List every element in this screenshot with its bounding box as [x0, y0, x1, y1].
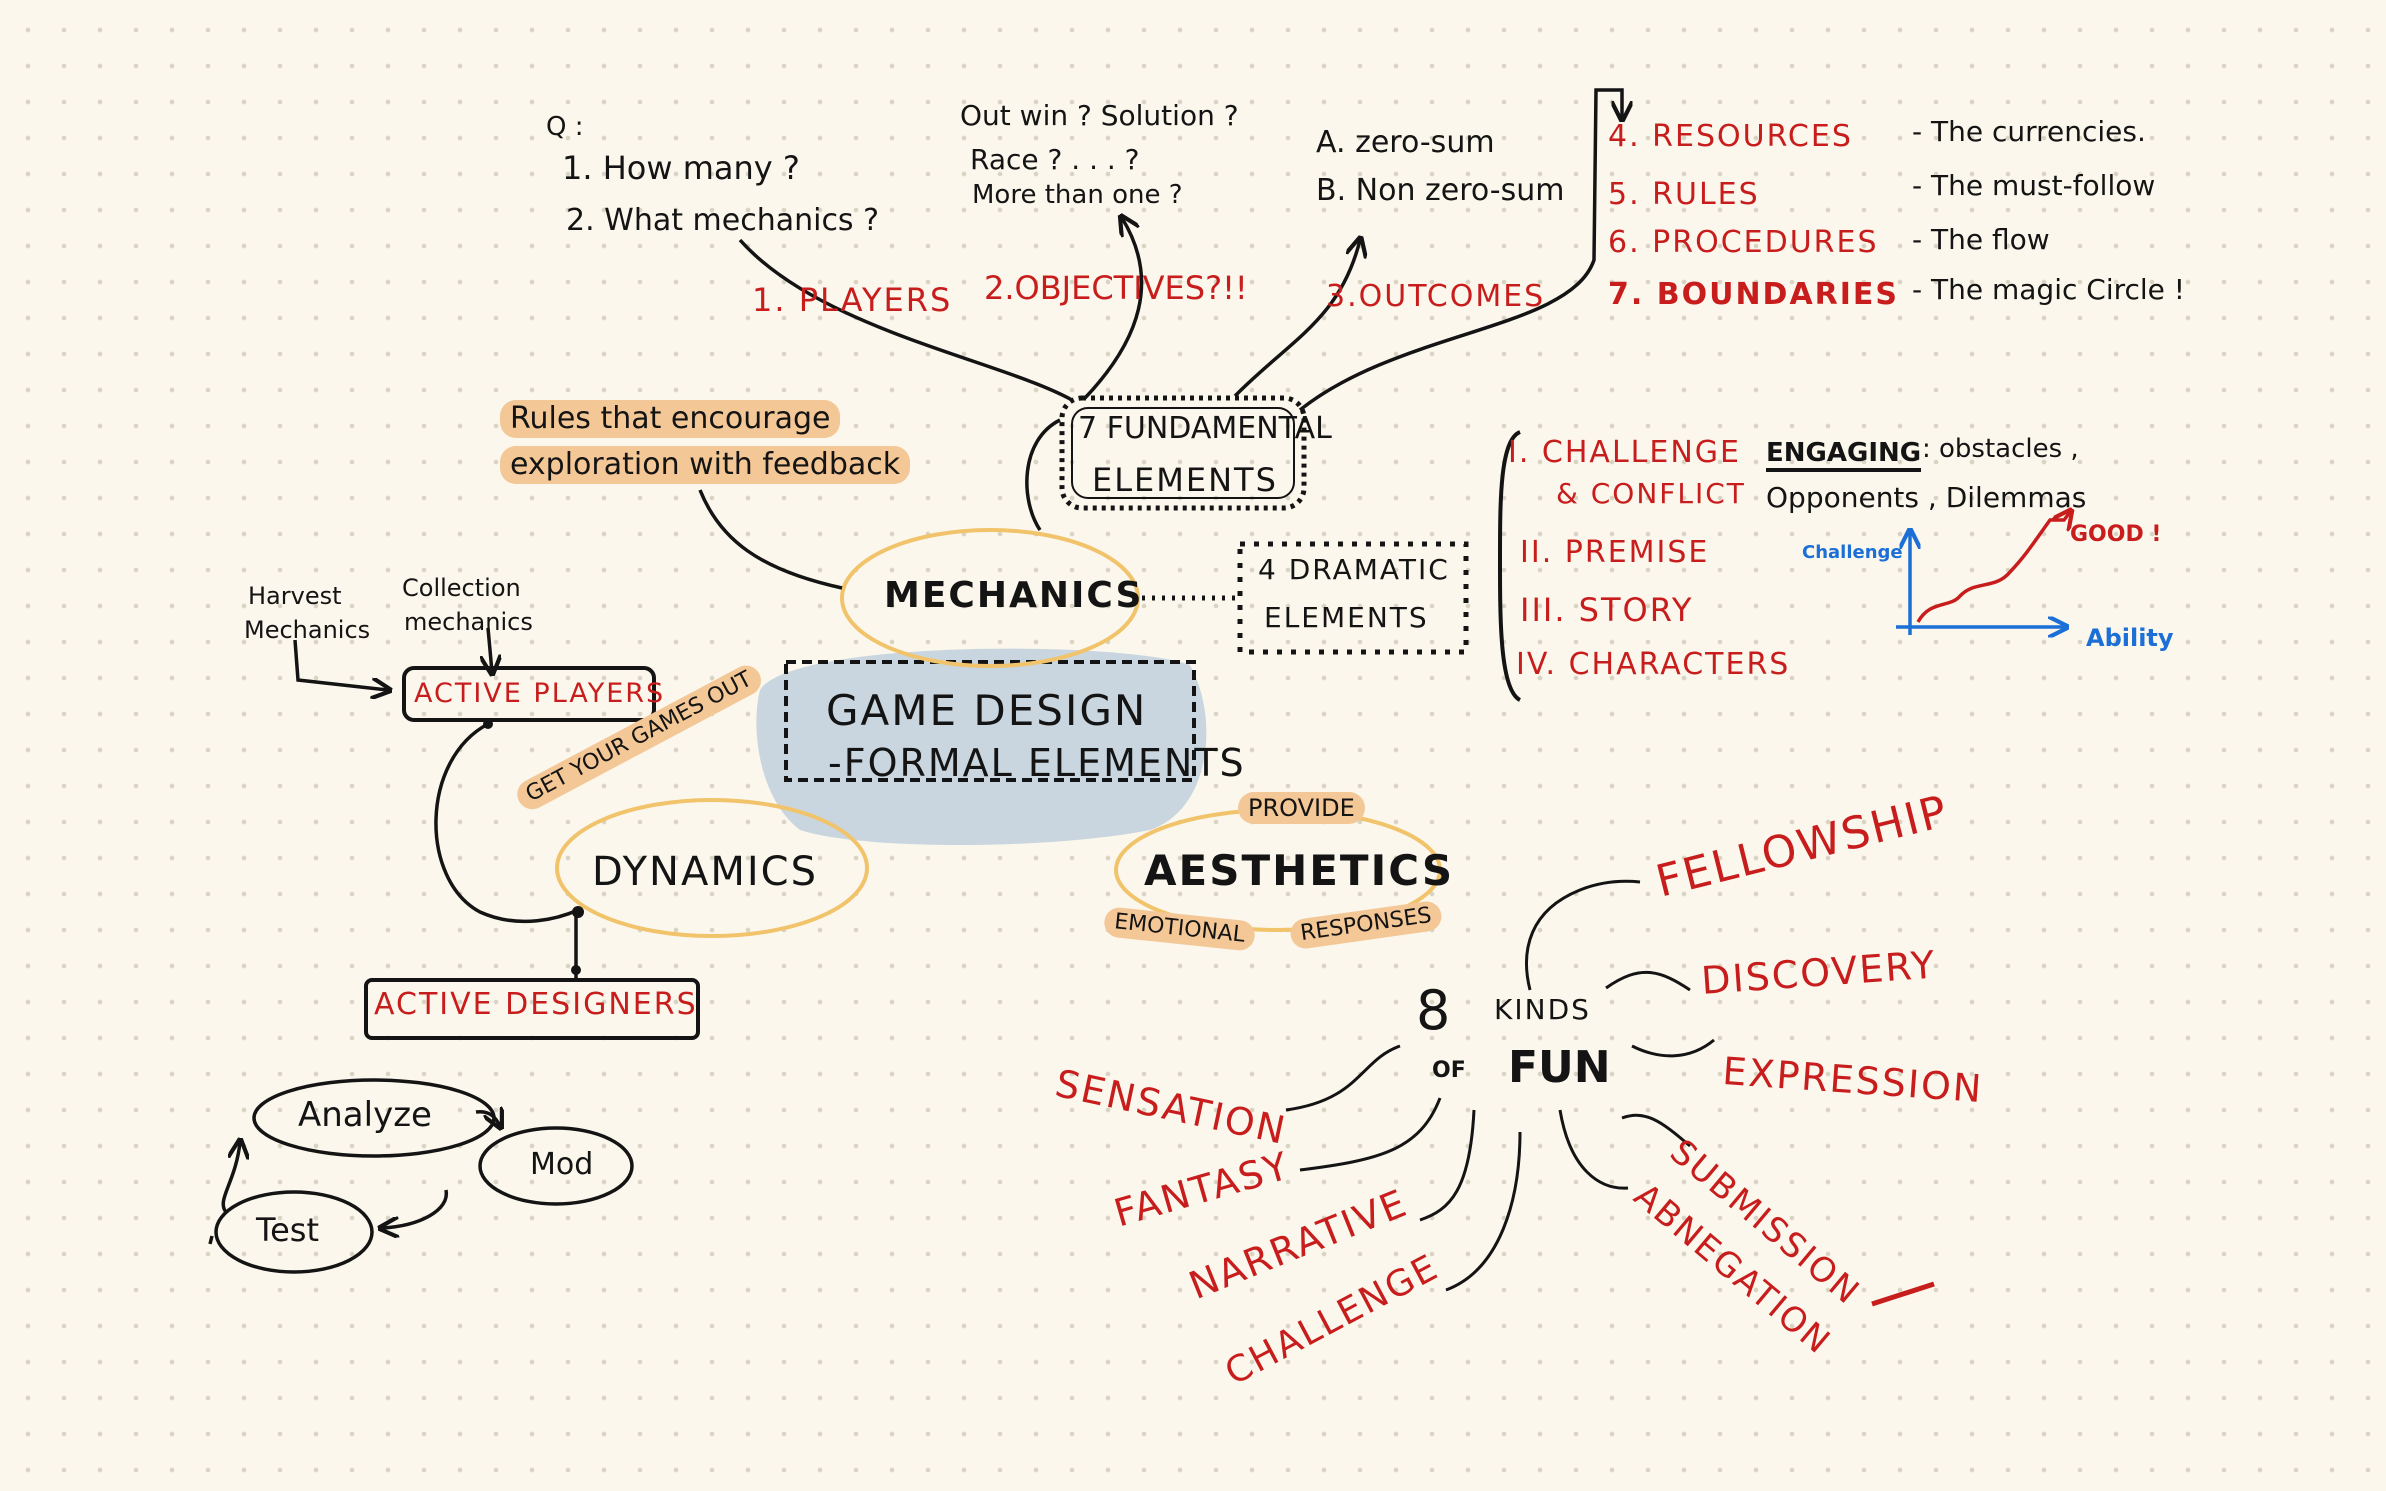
- center-title-line2: -FORMAL ELEMENTS: [828, 741, 1246, 785]
- harvest-mechanics-1: Harvest: [248, 582, 342, 610]
- dramatic-premise: II. PREMISE: [1520, 535, 1710, 570]
- desc-procedures: - The flow: [1912, 223, 2050, 256]
- active-players-box: [402, 666, 656, 722]
- graph-x-label: Ability: [2086, 624, 2174, 652]
- center-title-line1: GAME DESIGN: [826, 686, 1148, 735]
- collection-mechanics-2: mechanics: [404, 608, 533, 636]
- active-designers-box: [364, 978, 700, 1040]
- element-objectives: 2.OBJECTIVES?!!: [984, 269, 1248, 307]
- desc-resources: - The currencies.: [1912, 115, 2146, 148]
- collection-mechanics-1: Collection: [402, 574, 521, 602]
- element-outcomes: 3.OUTCOMES: [1326, 279, 1546, 314]
- center-blob: [756, 648, 1207, 845]
- element-procedures: 6. PROCEDURES: [1608, 225, 1879, 260]
- element-rules: 5. RULES: [1608, 177, 1760, 212]
- fundamental-box: [1059, 395, 1307, 511]
- fundamental-line2: ELEMENTS: [1092, 461, 1278, 499]
- element-resources: 4. RESOURCES: [1608, 119, 1853, 154]
- dynamics-bubble: [555, 798, 869, 938]
- active-players-label: ACTIVE PLAYERS: [414, 678, 666, 709]
- provide-label: PROVIDE: [1238, 792, 1365, 824]
- fun-kinds: KINDS: [1494, 993, 1591, 1026]
- mechanics-note-2: exploration with feedback: [500, 446, 911, 484]
- analyze-label: Analyze: [298, 1095, 432, 1135]
- engaging-obstacles: : obstacles ,: [1922, 434, 2079, 464]
- active-designers-label: ACTIVE DESIGNERS: [374, 987, 698, 1022]
- q-label: Q :: [546, 112, 584, 142]
- aesthetics-node: AESTHETICS: [1144, 846, 1455, 895]
- mechanics-node: MECHANICS: [884, 575, 1144, 616]
- dramatic-story: III. STORY: [1520, 591, 1694, 629]
- engaging-heading: ENGAGING: [1766, 440, 1922, 472]
- dynamics-node: DYNAMICS: [592, 849, 818, 895]
- graph-good-label: GOOD !: [2070, 522, 2162, 547]
- dramatic-line2: ELEMENTS: [1264, 601, 1429, 634]
- desc-rules: - The must-follow: [1912, 169, 2156, 202]
- objective-note-3: More than one ?: [972, 180, 1183, 210]
- dramatic-line1: 4 DRAMATIC: [1258, 553, 1450, 586]
- fundamental-line1: 7 FUNDAMENTAL: [1078, 411, 1332, 446]
- dramatic-challenge: I. CHALLENGE: [1508, 435, 1741, 470]
- harvest-mechanics-2: Mechanics: [244, 616, 371, 644]
- fun-number: 8: [1416, 979, 1451, 1042]
- mod-label: Mod: [530, 1147, 594, 1182]
- q1-text: 1. How many ?: [562, 149, 800, 187]
- center-box: [784, 660, 1196, 782]
- engaging-opponents: Opponents , Dilemmas: [1766, 481, 2087, 514]
- dramatic-characters: IV. CHARACTERS: [1516, 647, 1791, 682]
- dramatic-box: [1237, 541, 1469, 655]
- element-players: 1. PLAYERS: [752, 281, 953, 319]
- graph-y-label: Challenge: [1802, 542, 1903, 563]
- mechanics-note-1: Rules that encourage: [500, 400, 841, 438]
- objective-note-2: Race ? . . . ?: [970, 143, 1140, 176]
- outcome-zero-sum: A. zero-sum: [1316, 125, 1495, 160]
- fun-word: FUN: [1508, 1042, 1611, 1093]
- q2-text: 2. What mechanics ?: [566, 203, 880, 238]
- outcome-non-zero-sum: B. Non zero-sum: [1316, 173, 1565, 208]
- mechanics-bubble: [840, 528, 1140, 668]
- objective-note-1: Out win ? Solution ?: [960, 99, 1239, 132]
- element-boundaries: 7. BOUNDARIES: [1608, 277, 1900, 312]
- fun-of: OF: [1432, 1058, 1466, 1083]
- test-label: Test: [256, 1211, 320, 1249]
- dramatic-conflict: & CONFLICT: [1556, 477, 1746, 510]
- desc-boundaries: - The magic Circle !: [1912, 273, 2186, 306]
